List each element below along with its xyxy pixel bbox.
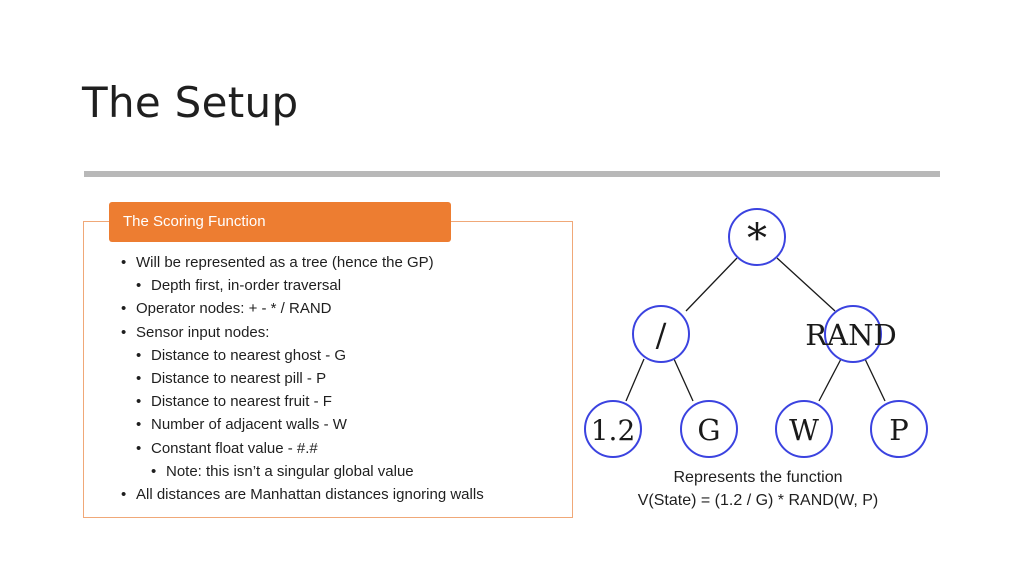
tree-edge bbox=[864, 358, 886, 402]
tree-caption: Represents the function V(State) = (1.2 … bbox=[600, 466, 916, 512]
tree-node-walls bbox=[775, 400, 833, 458]
tree-caption-line2: V(State) = (1.2 / G) * RAND(W, P) bbox=[637, 492, 879, 509]
tree-caption-line1: Represents the function bbox=[673, 469, 843, 486]
tree-edge bbox=[673, 358, 694, 402]
tree-node-rand bbox=[824, 305, 882, 363]
tree-node-pill-label: P bbox=[889, 413, 909, 447]
bullet-item: Number of adjacent walls - W bbox=[136, 413, 484, 436]
tree-node-pill bbox=[870, 400, 928, 458]
tree-node-root-label: * bbox=[747, 216, 767, 262]
tree-node-rand-label: RAND bbox=[805, 318, 896, 352]
bullet-item: Depth first, in-order traversal bbox=[136, 274, 484, 297]
bullet-item: Distance to nearest fruit - F bbox=[136, 390, 484, 413]
bullet-item: Distance to nearest pill - P bbox=[136, 367, 484, 390]
bullet-item: Operator nodes: + - * / RAND bbox=[121, 297, 484, 320]
tree-node-ghost bbox=[680, 400, 738, 458]
bullet-item: Will be represented as a tree (hence the… bbox=[121, 251, 484, 274]
expression-tree: * / RAND 1.2 G W P bbox=[584, 208, 928, 458]
scoring-function-header: The Scoring Function bbox=[109, 202, 451, 242]
bullet-item: Distance to nearest ghost - G bbox=[136, 344, 484, 367]
page-title: The Setup bbox=[82, 78, 299, 127]
bullet-item: Constant float value - #.# bbox=[136, 437, 484, 460]
tree-node-root bbox=[728, 208, 786, 266]
bullet-item: Sensor input nodes: bbox=[121, 321, 484, 344]
bullet-item: All distances are Manhattan distances ig… bbox=[121, 483, 484, 506]
tree-node-walls-label: W bbox=[789, 413, 819, 447]
tree-node-ghost-label: G bbox=[697, 413, 720, 447]
tree-edge bbox=[625, 358, 645, 402]
tree-edge bbox=[776, 257, 836, 312]
tree-node-divide-label: / bbox=[656, 316, 667, 354]
scoring-function-bullets: Will be represented as a tree (hence the… bbox=[120, 251, 484, 506]
tree-edge bbox=[818, 358, 842, 402]
bullet-item: Note: this isn’t a singular global value bbox=[151, 460, 484, 483]
tree-node-const-label: 1.2 bbox=[591, 414, 636, 447]
tree-edge bbox=[685, 257, 738, 312]
title-divider bbox=[84, 171, 940, 177]
tree-node-divide bbox=[632, 305, 690, 363]
tree-node-const bbox=[584, 400, 642, 458]
